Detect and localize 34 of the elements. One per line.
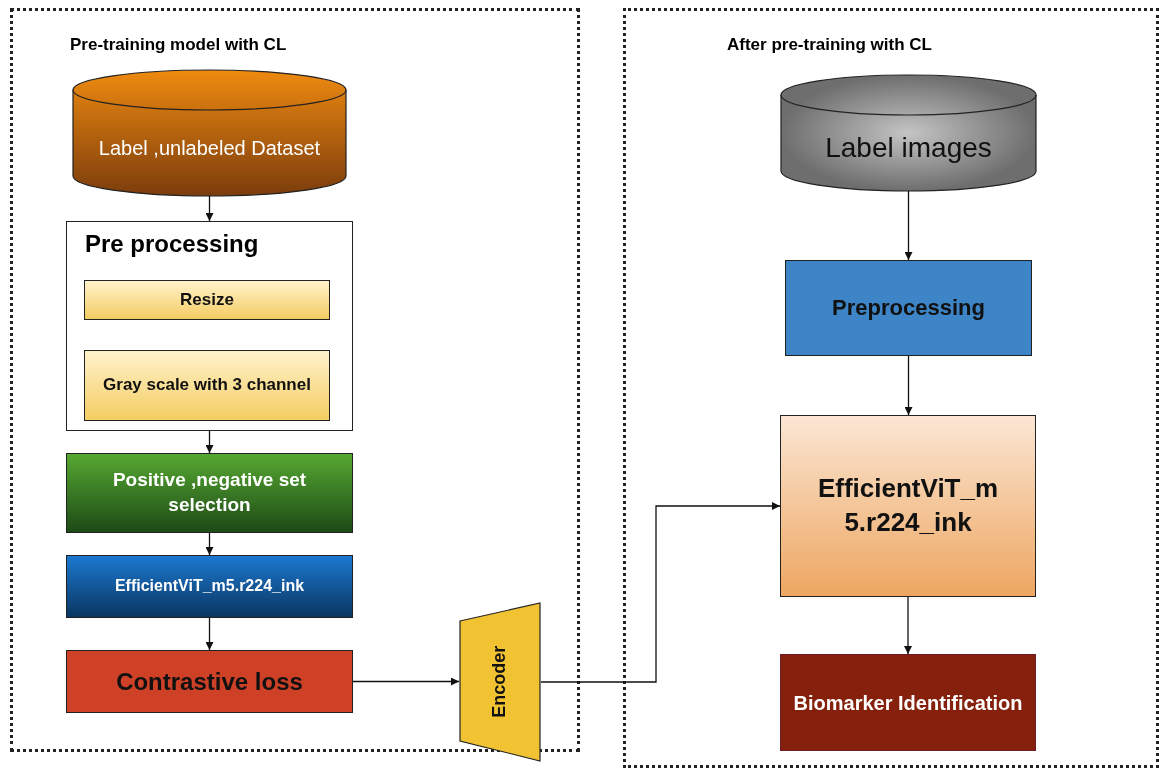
process-box bbox=[84, 280, 330, 320]
arrow bbox=[904, 355, 913, 416]
group-title: Pre processing bbox=[85, 230, 259, 258]
node-label: Biomarker Identification bbox=[792, 690, 1024, 716]
output-box bbox=[780, 654, 1036, 751]
arrow bbox=[352, 677, 460, 686]
arrow bbox=[205, 617, 214, 651]
dotted-panel bbox=[10, 8, 580, 752]
node-label: EfficientViT_m5.r224_ink bbox=[816, 472, 1000, 539]
node-label: Label ,unlabeled Dataset bbox=[97, 136, 322, 161]
process-box bbox=[84, 350, 330, 421]
node-label: EfficientViT_m5.r224_ink bbox=[113, 576, 306, 597]
arrow bbox=[540, 502, 781, 683]
node-label: Gray scale with 3 channel bbox=[102, 374, 312, 397]
node-label: Resize bbox=[179, 288, 235, 311]
process-box bbox=[785, 260, 1032, 356]
dotted-panel bbox=[623, 8, 1159, 768]
model-box bbox=[780, 415, 1036, 597]
process-box bbox=[66, 453, 353, 533]
arrow bbox=[904, 596, 912, 655]
model-box bbox=[66, 555, 353, 618]
node-label: Contrastive loss bbox=[115, 666, 304, 697]
panel-title: After pre-training with CL bbox=[727, 35, 932, 55]
node-label: Label images bbox=[824, 130, 993, 165]
process-group-box bbox=[66, 221, 353, 431]
node-label: Positive ,negative set selection bbox=[111, 468, 308, 517]
node-label: Preprocessing bbox=[831, 293, 986, 322]
arrow bbox=[205, 532, 214, 556]
arrow bbox=[904, 190, 913, 261]
node-label: Encoder bbox=[488, 645, 511, 720]
panel-title: Pre-training model with CL bbox=[70, 35, 287, 55]
loss-box bbox=[66, 650, 353, 713]
arrow bbox=[205, 195, 214, 222]
arrow bbox=[205, 430, 214, 454]
